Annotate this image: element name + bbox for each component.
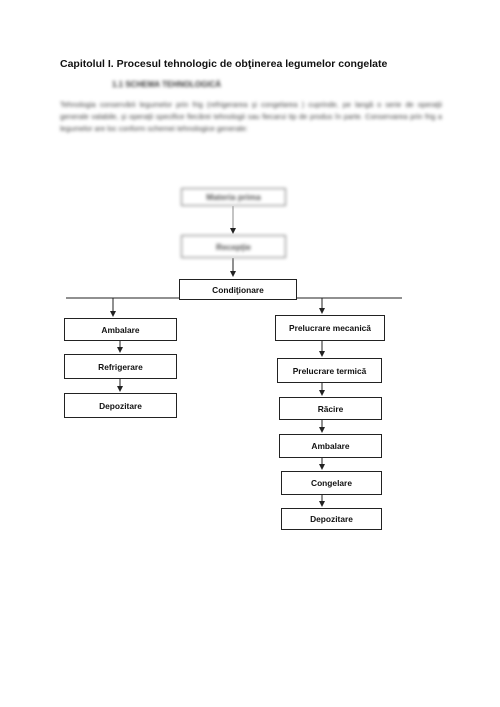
box-left-depozitare: Depozitare xyxy=(64,393,177,418)
box-right-congelare: Congelare xyxy=(281,471,382,495)
box-left-ambalare: Ambalare xyxy=(64,318,177,341)
section-title: 1.1 SCHEMA TEHNOLOGICĂ xyxy=(112,80,222,89)
box-receptie: Recepţie xyxy=(181,235,286,258)
box-materia-prima: Materia prima xyxy=(181,188,286,206)
box-right-racire: Răcire xyxy=(279,397,382,420)
intro-paragraph: Tehnologia conservării legumelor prin fr… xyxy=(60,100,442,133)
box-right-ambalare: Ambalare xyxy=(279,434,382,458)
box-left-refrigerare: Refrigerare xyxy=(64,354,177,379)
chapter-title: Capitolul I. Procesul tehnologic de obţi… xyxy=(60,58,388,70)
box-conditionare: Condiţionare xyxy=(179,279,297,300)
box-right-prelucrare-termica: Prelucrare termică xyxy=(277,358,382,383)
box-right-depozitare: Depozitare xyxy=(281,508,382,530)
box-right-prelucrare-mecanica: Prelucrare mecanică xyxy=(275,315,385,341)
